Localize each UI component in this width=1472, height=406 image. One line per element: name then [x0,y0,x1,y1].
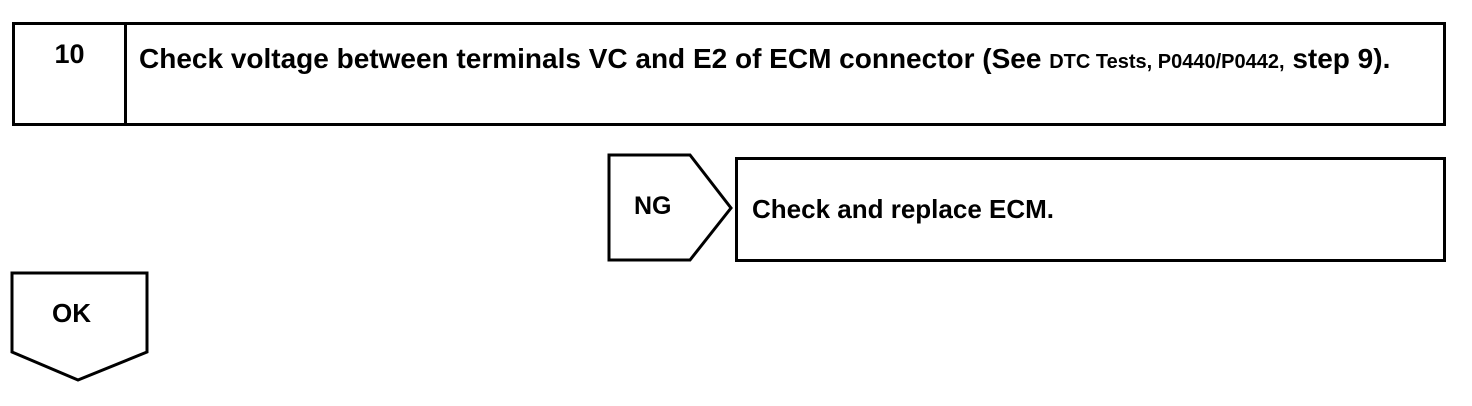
ng-result-box: Check and replace ECM. [735,157,1446,262]
ng-arrow-shape [607,153,733,262]
step-instruction: Check voltage between terminals VC and E… [127,25,1443,123]
step-number: 10 [15,25,127,123]
ng-label: NG [634,192,672,220]
step-instruction-main: Check voltage between terminals VC and E… [139,43,1050,74]
ok-label: OK [52,298,91,328]
step-box: 10 Check voltage between terminals VC an… [12,22,1446,126]
ng-result-text: Check and replace ECM. [752,194,1054,224]
step-reference: DTC Tests, P0440/P0442, [1049,51,1285,73]
step-instruction-end: step 9). [1284,43,1391,74]
ok-arrow-shape [10,271,149,382]
